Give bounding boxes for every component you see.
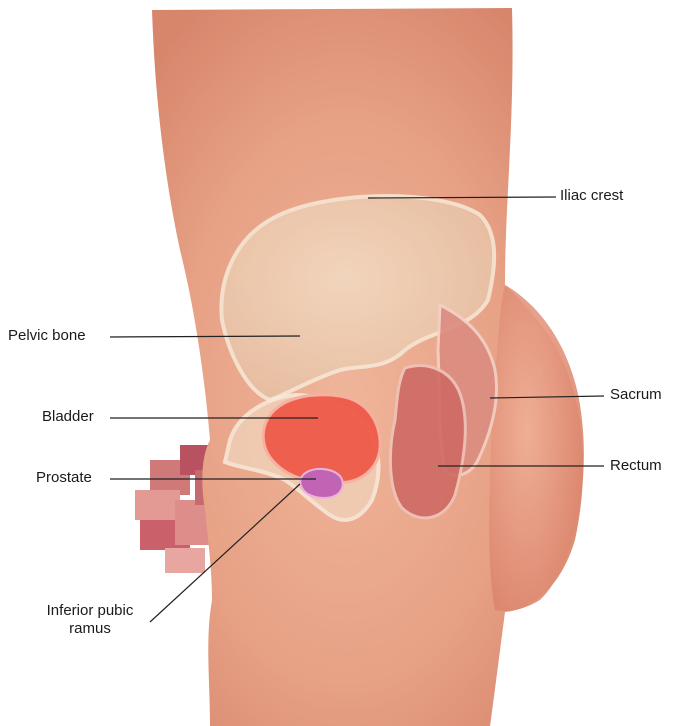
label-rectum: Rectum: [610, 457, 662, 475]
label-pelvic-bone: Pelvic bone: [8, 327, 86, 345]
label-iliac-crest: Iliac crest: [560, 187, 623, 205]
label-inferior-pubic-ramus: Inferior pubic ramus: [30, 602, 150, 638]
label-prostate: Prostate: [36, 469, 92, 487]
prostate-shape: [300, 469, 343, 498]
rectum-shape: [390, 366, 465, 518]
buttock-shading: [489, 285, 584, 611]
label-inferior-pubic-ramus-line1: Inferior pubic: [30, 602, 150, 620]
label-bladder: Bladder: [42, 408, 94, 426]
label-sacrum: Sacrum: [610, 386, 662, 404]
label-inferior-pubic-ramus-line2: ramus: [30, 620, 150, 638]
